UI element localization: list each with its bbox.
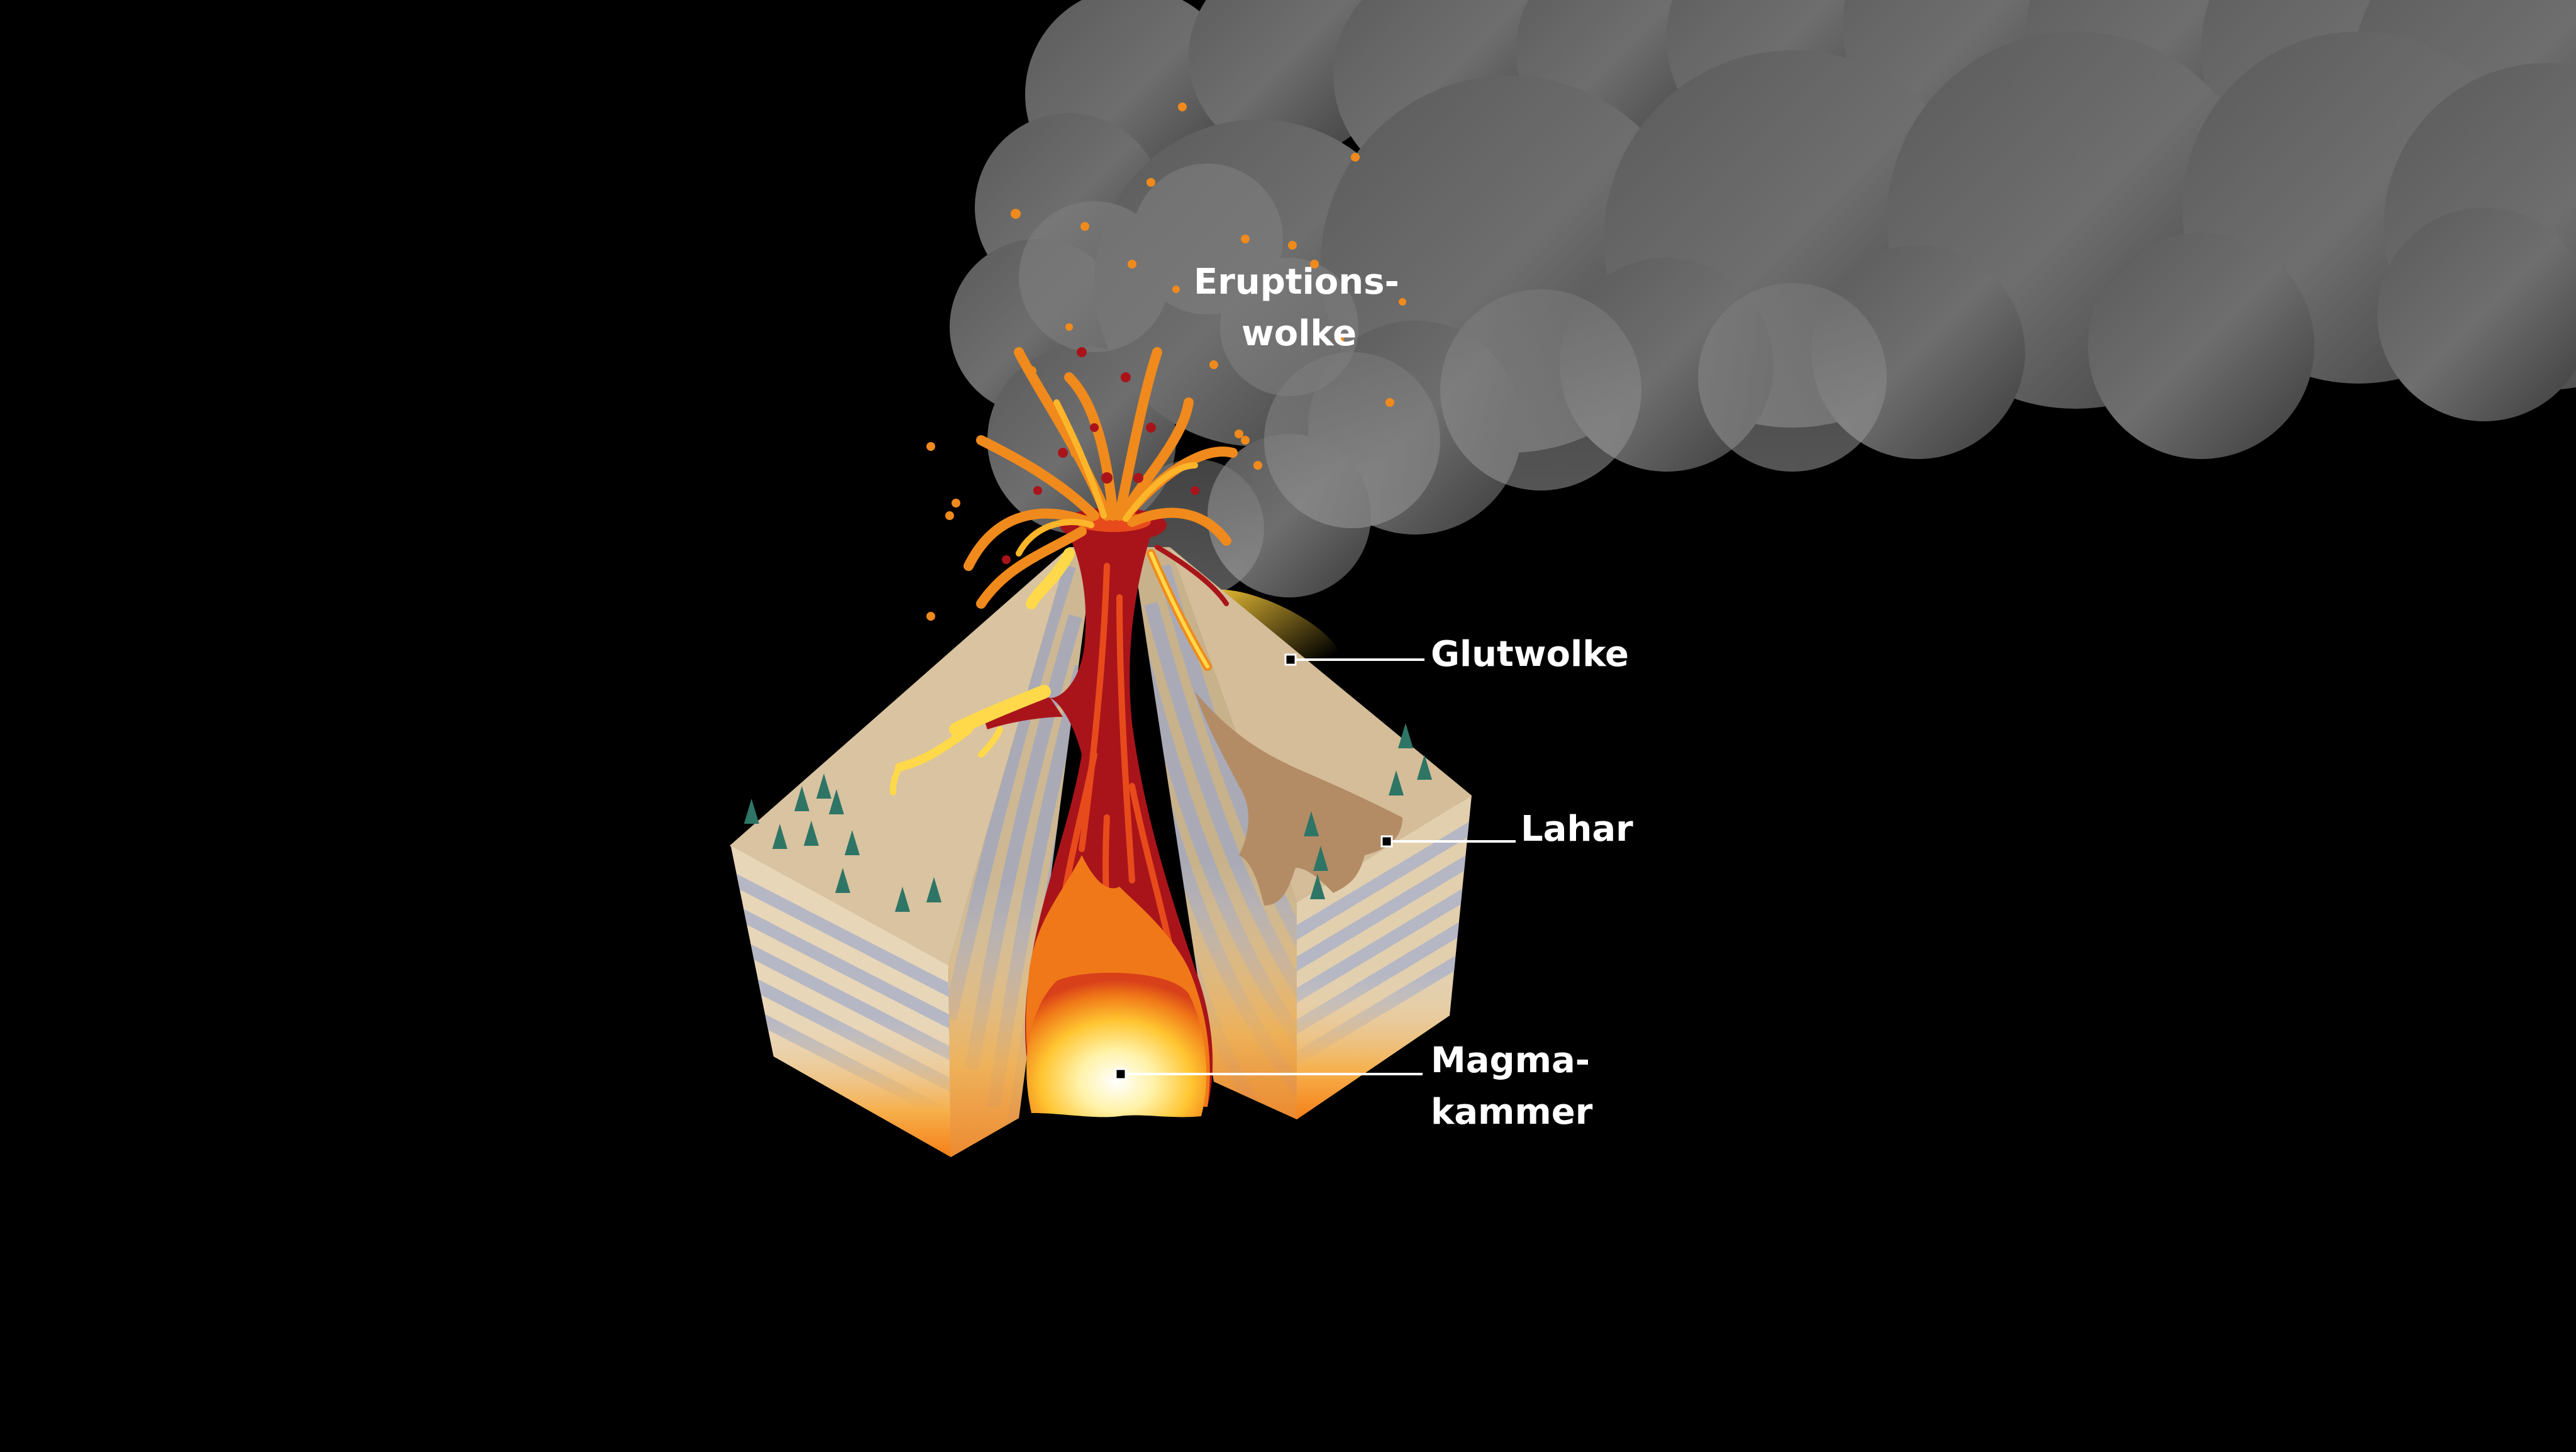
label-magma-chamber: Magma- kammer	[1431, 1035, 1592, 1138]
magma-conduit	[981, 535, 1213, 1117]
leader-lines	[1114, 653, 1516, 1080]
label-magma-chamber-line1: Magma-	[1431, 1040, 1590, 1081]
eruption-cloud-shape	[950, 0, 2576, 597]
label-eruption-cloud-line2: wolke	[1241, 313, 1357, 354]
trees	[744, 723, 1432, 912]
label-eruption-cloud-line1: Eruptions-	[1194, 262, 1399, 302]
lava-fountain	[926, 323, 1250, 621]
label-eruption-cloud: Eruptions- wolke	[1194, 257, 1399, 360]
lava-flows	[890, 545, 1229, 795]
lahar-shape	[1195, 692, 1402, 906]
left-block-face	[731, 846, 951, 1157]
label-glowing-cloud: Glutwolke	[1431, 634, 1629, 675]
label-lahar: Lahar	[1521, 809, 1633, 850]
label-magma-chamber-line2: kammer	[1431, 1092, 1593, 1133]
